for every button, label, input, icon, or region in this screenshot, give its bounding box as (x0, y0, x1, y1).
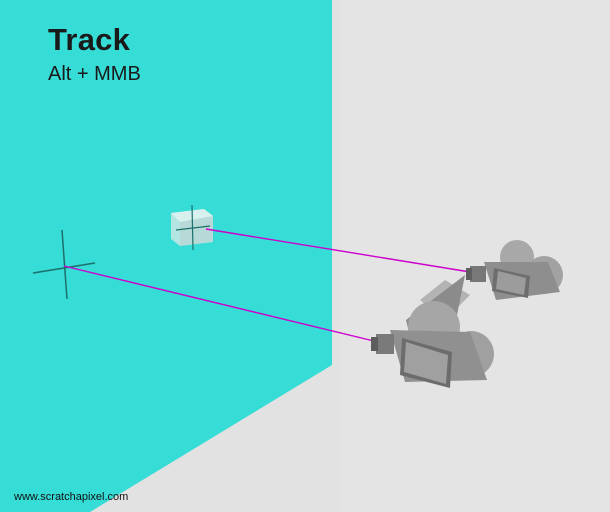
wall-plane (0, 0, 332, 512)
ray-lower (63, 265, 379, 343)
movie-camera-icon (371, 275, 494, 388)
tracking-rays (63, 228, 471, 343)
shortcut-label: Alt + MMB (48, 63, 141, 85)
page-title: Track (48, 22, 131, 57)
crosshair-locator-icon (32, 229, 96, 300)
movie-camera-icon (466, 240, 563, 300)
ray-upper (205, 228, 471, 273)
floor-shadow (0, 0, 340, 512)
cube-icon (171, 204, 213, 251)
site-watermark: www.scratchapixel.com (14, 491, 129, 503)
